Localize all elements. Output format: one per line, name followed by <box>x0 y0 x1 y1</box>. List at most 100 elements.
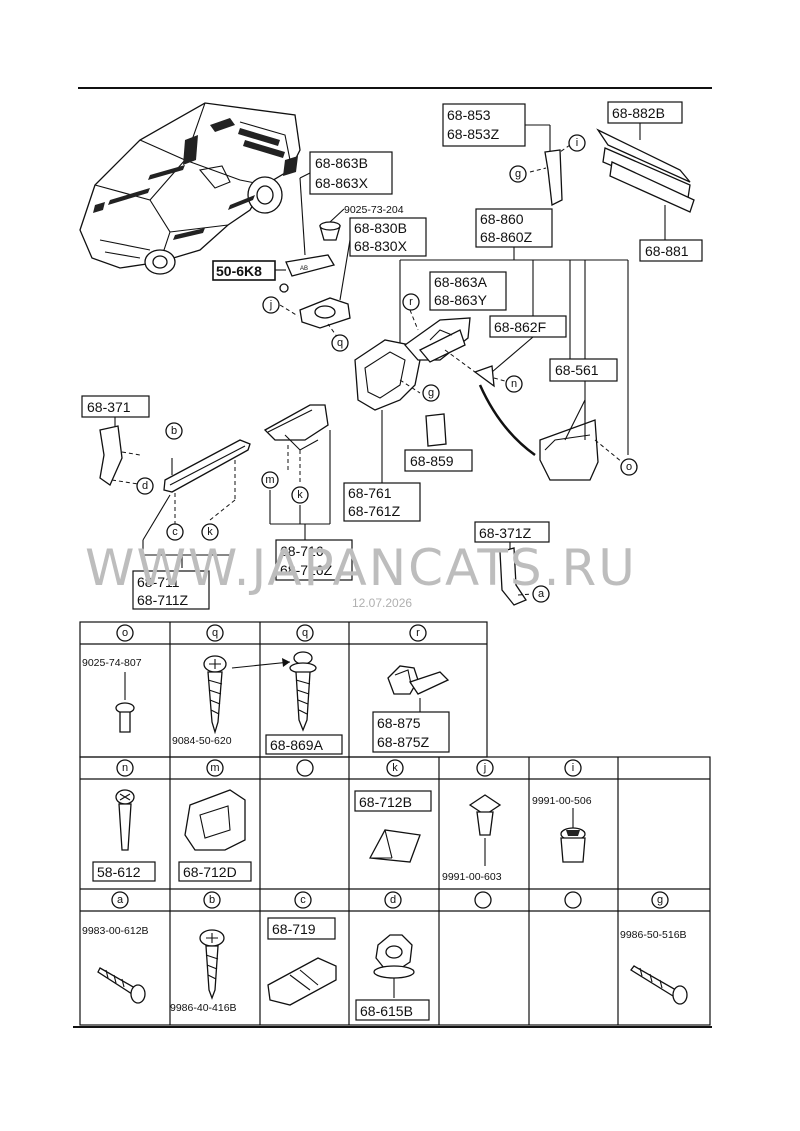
label-68-863A: 68-863A <box>434 274 488 290</box>
cell-o: o 9025-74-807 <box>82 624 142 733</box>
svg-text:k: k <box>207 526 213 538</box>
label-68-860Z: 68-860Z <box>480 229 533 245</box>
watermark: WWW.JAPANCATS.RU <box>85 539 637 597</box>
letter-circle-i: i <box>568 134 586 152</box>
part-9983-00-612B: 9983-00-612B <box>82 925 149 937</box>
svg-text:b: b <box>209 894 215 906</box>
cell-m: m 68-712D <box>178 759 252 882</box>
label-68-371: 68-371 <box>87 399 131 415</box>
cell-empty-1 <box>296 759 314 777</box>
svg-text:o: o <box>122 627 128 639</box>
part-68-875Z: 68-875Z <box>377 734 430 750</box>
letter-circle-o: o <box>620 458 638 476</box>
svg-text:k: k <box>297 489 303 501</box>
part-9986-40-416B: 9986-40-416B <box>170 1002 237 1014</box>
svg-text:c: c <box>300 894 306 906</box>
cell-g: g 9986-50-516B <box>620 891 688 1005</box>
part-9991-00-603: 9991-00-603 <box>442 871 502 883</box>
part-68-719: 68-719 <box>272 921 316 937</box>
cell-empty-4 <box>564 891 582 909</box>
label-68-716Z: 68-716Z <box>280 562 333 578</box>
label-68-371Z: 68-371Z <box>479 525 532 541</box>
cell-q2: q 68-869A <box>265 624 343 755</box>
svg-text:n: n <box>122 762 128 774</box>
cell-i: i 9991-00-506 <box>532 759 592 863</box>
letter-circle-d: d <box>136 477 154 495</box>
svg-text:g: g <box>428 387 434 399</box>
svg-text:d: d <box>142 480 148 492</box>
letter-circle-b: b <box>165 422 183 440</box>
label-68-862F: 68-862F <box>494 319 546 335</box>
svg-text:i: i <box>572 762 574 774</box>
label-68-711Z: 68-711Z <box>137 592 189 608</box>
svg-text:r: r <box>416 627 420 639</box>
svg-text:r: r <box>409 296 413 308</box>
label-68-860: 68-860 <box>480 211 524 227</box>
letter-circle-k2: k <box>291 486 309 504</box>
label-68-863B: 68-863B <box>315 155 368 171</box>
svg-text:g: g <box>515 168 521 180</box>
part-9084-50-620: 9084-50-620 <box>172 735 232 747</box>
svg-text:q: q <box>302 627 308 639</box>
letter-circle-c: c <box>166 523 184 541</box>
cell-k: k 68-712B <box>354 759 432 863</box>
svg-text:q: q <box>337 337 343 349</box>
part-68-712B: 68-712B <box>359 794 412 810</box>
letter-circle-n: n <box>505 375 523 393</box>
cell-b: b 9986-40-416B <box>170 891 237 1014</box>
svg-text:i: i <box>576 137 578 149</box>
label-68-863X: 68-863X <box>315 175 369 191</box>
part-9991-00-506: 9991-00-506 <box>532 795 592 807</box>
part-58-612: 58-612 <box>97 864 141 880</box>
car-illustration <box>79 102 301 275</box>
letter-circle-k: k <box>201 523 219 541</box>
cell-r: r 68-875 68-875Z <box>372 624 450 753</box>
letter-circle-a: a <box>532 585 550 603</box>
svg-text:q: q <box>212 627 218 639</box>
letter-circle-q: q <box>331 334 349 352</box>
svg-text:m: m <box>210 762 219 774</box>
svg-text:d: d <box>390 894 396 906</box>
label-68-881: 68-881 <box>645 243 689 259</box>
letter-circle-m: m <box>261 471 279 489</box>
cell-d: d 68-615B <box>355 891 430 1021</box>
svg-text:g: g <box>657 894 663 906</box>
svg-text:j: j <box>483 762 486 774</box>
svg-text:a: a <box>117 894 124 906</box>
label-68-716: 68-716 <box>280 543 324 559</box>
letter-circle-g2: g <box>422 384 440 402</box>
label-68-711: 68-711 <box>137 574 180 590</box>
date-stamp: 12.07.2026 <box>352 596 412 610</box>
label-68-853Z: 68-853Z <box>447 126 500 142</box>
part-68-875: 68-875 <box>377 715 421 731</box>
label-68-882B: 68-882B <box>612 105 665 121</box>
letter-circle-j: j <box>262 296 280 314</box>
cell-j: j 9991-00-603 <box>442 759 502 883</box>
svg-text:n: n <box>511 378 517 390</box>
label-68-761Z: 68-761Z <box>348 503 401 519</box>
svg-text:m: m <box>265 474 274 486</box>
label-9025-73-204: 9025-73-204 <box>344 204 404 216</box>
cell-c: c 68-719 <box>267 891 337 1006</box>
cell-n: n 58-612 <box>92 759 156 882</box>
letter-circle-g: g <box>509 165 527 183</box>
part-68-712D: 68-712D <box>183 864 237 880</box>
svg-text:AB: AB <box>300 266 308 272</box>
part-68-869A: 68-869A <box>270 737 324 753</box>
svg-text:k: k <box>392 762 398 774</box>
part-68-615B: 68-615B <box>360 1003 413 1019</box>
svg-text:b: b <box>171 425 177 437</box>
letter-circle-r: r <box>402 293 420 311</box>
label-68-761: 68-761 <box>348 485 392 501</box>
label-68-863Y: 68-863Y <box>434 292 488 308</box>
svg-text:c: c <box>172 526 178 538</box>
part-9986-50-516B: 9986-50-516B <box>620 929 687 941</box>
cell-q1: q 9084-50-620 <box>172 624 291 747</box>
label-68-853: 68-853 <box>447 107 491 123</box>
label-68-859: 68-859 <box>410 453 454 469</box>
label-68-561: 68-561 <box>555 362 599 378</box>
label-50-6K8: 50-6K8 <box>216 263 262 279</box>
label-68-830X: 68-830X <box>354 238 408 254</box>
fastener-table <box>79 621 711 1026</box>
